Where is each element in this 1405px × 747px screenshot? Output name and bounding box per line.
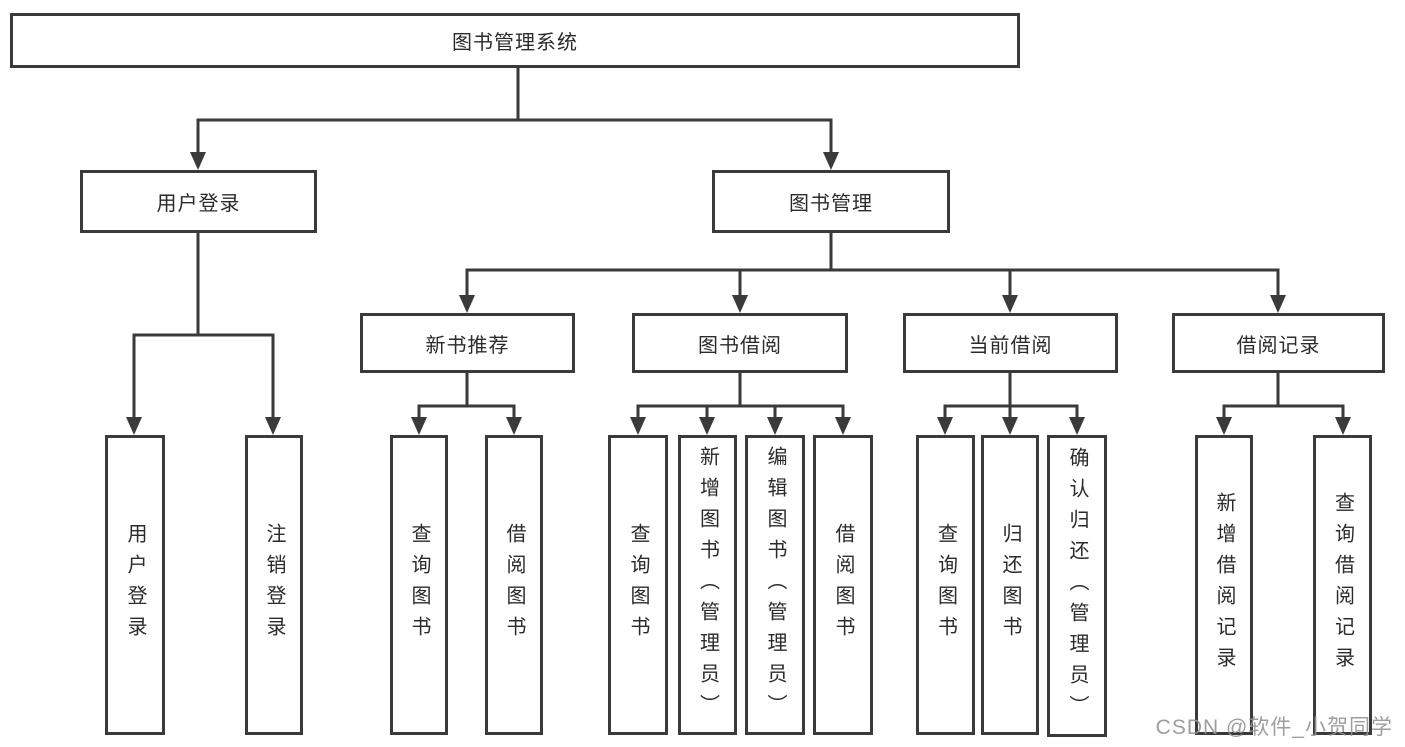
node-borrow-records-label: 借阅记录 bbox=[1236, 334, 1321, 357]
leaf-borrow-book: 借阅图书 bbox=[813, 435, 873, 735]
leaf-new-books-borrow: 借阅图书 bbox=[485, 435, 543, 735]
leaf-confirm-return-admin: 确认归还（管理员） bbox=[1047, 435, 1107, 737]
leaf-new-books-borrow-label: 借阅图书 bbox=[503, 523, 525, 647]
leaf-add-book-admin: 新增图书（管理员） bbox=[678, 435, 737, 735]
connector-current-borrow-to-leaves bbox=[937, 372, 1085, 435]
node-book-borrow-label: 图书借阅 bbox=[698, 334, 782, 357]
leaf-edit-book-admin-label: 编辑图书（管理员） bbox=[764, 445, 786, 725]
leaf-current-query-label: 查询图书 bbox=[934, 523, 957, 647]
node-new-books: 新书推荐 bbox=[360, 313, 575, 373]
connector-book-manage-to-sections bbox=[459, 232, 1286, 313]
connector-user-login-to-leaves bbox=[126, 232, 281, 435]
leaf-confirm-return-admin-label: 确认归还（管理员） bbox=[1066, 446, 1088, 726]
leaf-borrow-query: 查询图书 bbox=[608, 435, 668, 735]
node-user-login: 用户登录 bbox=[80, 170, 317, 233]
leaf-current-query: 查询图书 bbox=[916, 435, 975, 735]
leaf-edit-book-admin: 编辑图书（管理员） bbox=[745, 435, 805, 735]
node-user-login-label: 用户登录 bbox=[156, 193, 241, 215]
connector-root-to-level2 bbox=[190, 67, 839, 170]
leaf-return-book-label: 归还图书 bbox=[999, 523, 1021, 647]
leaf-add-book-admin-label: 新增图书（管理员） bbox=[696, 445, 719, 725]
node-current-borrow: 当前借阅 bbox=[903, 313, 1118, 373]
leaf-return-book: 归还图书 bbox=[981, 435, 1039, 735]
leaf-add-borrow-record: 新增借阅记录 bbox=[1195, 435, 1253, 735]
leaf-query-borrow-record: 查询借阅记录 bbox=[1313, 435, 1372, 735]
leaf-query-borrow-record-label: 查询借阅记录 bbox=[1331, 492, 1354, 678]
leaf-add-borrow-record-label: 新增借阅记录 bbox=[1213, 492, 1235, 678]
node-borrow-records: 借阅记录 bbox=[1172, 313, 1385, 373]
node-book-manage-label: 图书管理 bbox=[789, 193, 873, 215]
leaf-borrow-book-label: 借阅图书 bbox=[832, 523, 854, 647]
node-book-borrow: 图书借阅 bbox=[632, 313, 848, 373]
leaf-logout: 注销登录 bbox=[245, 435, 303, 735]
leaf-new-books-query: 查询图书 bbox=[390, 435, 448, 735]
node-root-label: 图书管理系统 bbox=[452, 32, 578, 54]
node-book-manage: 图书管理 bbox=[712, 170, 950, 233]
connector-new-books-to-leaves bbox=[411, 372, 522, 435]
node-root-system: 图书管理系统 bbox=[10, 13, 1020, 68]
leaf-logout-label: 注销登录 bbox=[263, 523, 285, 647]
leaf-user-login-label: 用户登录 bbox=[124, 523, 146, 647]
node-new-books-label: 新书推荐 bbox=[425, 334, 510, 357]
csdn-watermark: CSDN @软件_小贺同学 bbox=[1155, 716, 1393, 739]
node-current-borrow-label: 当前借阅 bbox=[968, 334, 1053, 357]
leaf-user-login: 用户登录 bbox=[105, 435, 165, 735]
leaf-borrow-query-label: 查询图书 bbox=[627, 523, 649, 647]
connector-book-borrow-to-leaves bbox=[630, 372, 851, 435]
leaf-new-books-query-label: 查询图书 bbox=[408, 523, 430, 647]
connector-borrow-records-to-leaves bbox=[1216, 372, 1351, 435]
